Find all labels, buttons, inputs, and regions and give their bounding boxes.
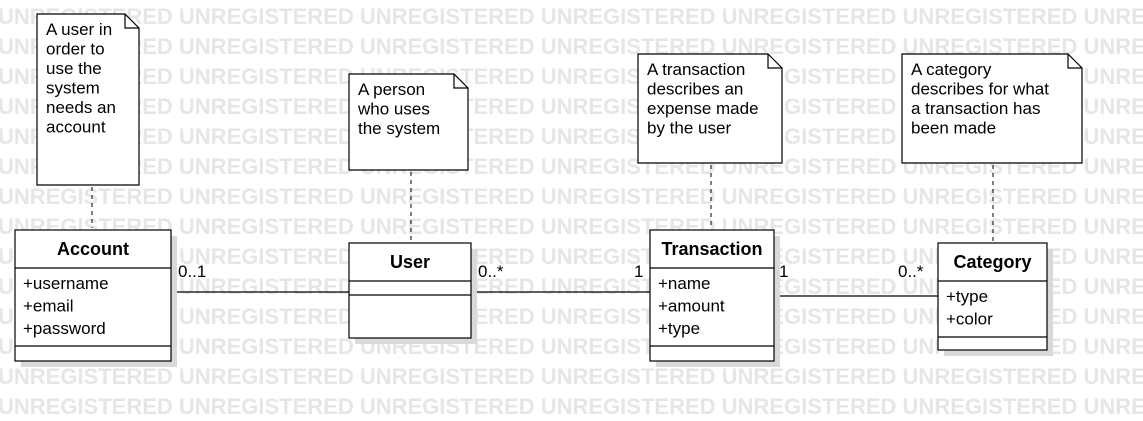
note-transaction-fold-corner <box>767 54 782 69</box>
note-text-line: describes an <box>647 80 743 99</box>
class-box <box>649 229 775 362</box>
class-transaction[interactable]: Transaction +name +amount +type <box>649 229 780 367</box>
note-user-fold-corner <box>453 74 468 89</box>
note-user-body <box>348 73 469 171</box>
note-text-line: system <box>46 79 100 98</box>
class-category[interactable]: Category +type +color <box>937 242 1053 356</box>
multiplicity-category-end: 0..* <box>898 262 924 281</box>
note-account-fold-corner <box>124 14 139 29</box>
multiplicity-transaction-end: 1 <box>779 262 788 281</box>
class-account[interactable]: Account +username +email +password <box>14 229 177 367</box>
class-attribute: +type <box>658 319 700 338</box>
multiplicity-transaction-end: 1 <box>634 262 643 281</box>
classes-layer: Account +username +email +password User Trans… <box>14 229 1053 367</box>
class-name: Category <box>953 252 1031 272</box>
note-text-line: account <box>46 118 106 137</box>
class-attribute: +type <box>946 287 988 306</box>
class-attribute: +username <box>23 274 109 293</box>
class-user[interactable]: User <box>348 242 477 344</box>
note-transaction-body <box>637 53 783 164</box>
class-box <box>14 229 172 362</box>
class-attribute: +color <box>946 310 993 329</box>
class-box <box>937 242 1048 351</box>
note-text-line: who uses <box>357 100 430 119</box>
class-name: Transaction <box>661 239 762 259</box>
note-text-line: been made <box>911 119 996 138</box>
note-text-line: use the <box>46 59 102 78</box>
class-attribute: +amount <box>658 297 725 316</box>
note-text-line: order to <box>46 40 105 59</box>
note-text-line: the system <box>358 119 440 138</box>
note-text-line: A category <box>911 60 992 79</box>
note-text-line: A user in <box>46 20 112 39</box>
class-name: Account <box>57 239 129 259</box>
class-box <box>348 242 472 339</box>
class-attribute: +email <box>23 297 74 316</box>
note-text-line: A person <box>358 80 425 99</box>
note-text-line: needs an <box>46 98 116 117</box>
connector-layer <box>91 165 994 297</box>
note-category-fold-corner <box>1067 54 1082 69</box>
class-name: User <box>390 252 430 272</box>
note-text-line: by the user <box>647 119 731 138</box>
multiplicity-user-end: 0..* <box>478 262 504 281</box>
class-attribute: +name <box>658 274 710 293</box>
multiplicity-account-end: 0..1 <box>178 262 206 281</box>
note-text-line: expense made <box>647 99 759 118</box>
note-account-body <box>36 13 140 186</box>
note-text-line: describes for what <box>911 80 1049 99</box>
note-text-line: a transaction has <box>911 99 1040 118</box>
note-text-line: A transaction <box>647 60 745 79</box>
class-attribute: +password <box>23 319 106 338</box>
note-category-body <box>901 53 1083 164</box>
multiplicity-layer: 0..1 0..* 1 1 0..* <box>178 262 924 281</box>
